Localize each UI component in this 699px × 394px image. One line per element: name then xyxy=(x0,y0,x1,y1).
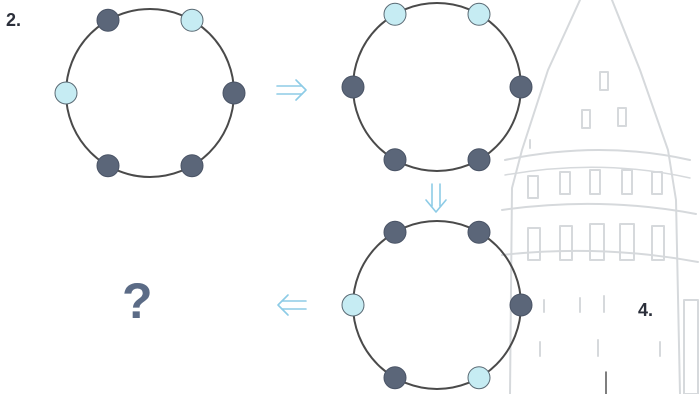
dark-dot xyxy=(222,81,246,105)
circle-ring xyxy=(352,220,522,390)
arrow-down-icon xyxy=(425,183,447,213)
circle-ring xyxy=(352,2,522,172)
dark-dot xyxy=(383,366,407,390)
dark-dot xyxy=(467,148,491,172)
circle-ring xyxy=(65,8,235,178)
dark-dot xyxy=(467,220,491,244)
dark-dot xyxy=(509,75,533,99)
light-dot xyxy=(180,8,204,32)
light-dot xyxy=(54,81,78,105)
circle-3 xyxy=(341,220,533,390)
arrow-left-icon xyxy=(277,294,307,316)
light-dot xyxy=(467,2,491,26)
dark-dot xyxy=(96,8,120,32)
light-dot xyxy=(341,293,365,317)
circle-2 xyxy=(341,2,533,172)
dark-dot xyxy=(96,154,120,178)
problem-number-label: 2. xyxy=(6,10,22,30)
background-tower-illustration xyxy=(501,0,699,394)
circle-1 xyxy=(54,8,246,178)
arrow-right-icon xyxy=(276,79,307,101)
light-dot xyxy=(467,366,491,390)
dark-dot xyxy=(509,293,533,317)
dark-dot xyxy=(180,154,204,178)
question-mark: ? xyxy=(122,273,153,329)
dark-dot xyxy=(383,220,407,244)
dark-dot xyxy=(383,148,407,172)
next-problem-number-label: 4. xyxy=(638,300,654,320)
dark-dot xyxy=(341,75,365,99)
light-dot xyxy=(383,2,407,26)
